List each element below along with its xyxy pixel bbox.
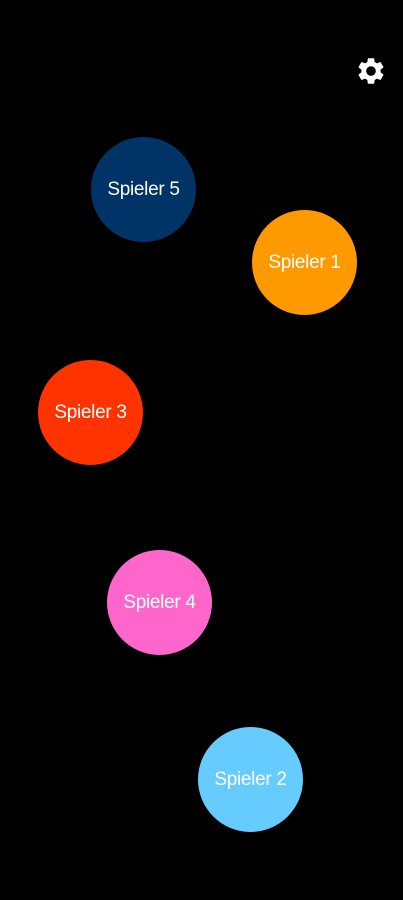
player-1-label: Spieler 1 [268,251,341,273]
player-4-button[interactable]: Spieler 4 [107,550,212,655]
player-3-button[interactable]: Spieler 3 [38,360,143,465]
player-4-label: Spieler 4 [123,591,196,613]
player-5-button[interactable]: Spieler 5 [91,137,196,242]
player-5-label: Spieler 5 [107,178,180,200]
player-2-label: Spieler 2 [214,768,287,790]
player-1-button[interactable]: Spieler 1 [252,210,357,315]
settings-button[interactable] [352,52,390,90]
player-3-label: Spieler 3 [54,401,127,423]
gear-icon [358,58,384,84]
player-2-button[interactable]: Spieler 2 [198,727,303,832]
